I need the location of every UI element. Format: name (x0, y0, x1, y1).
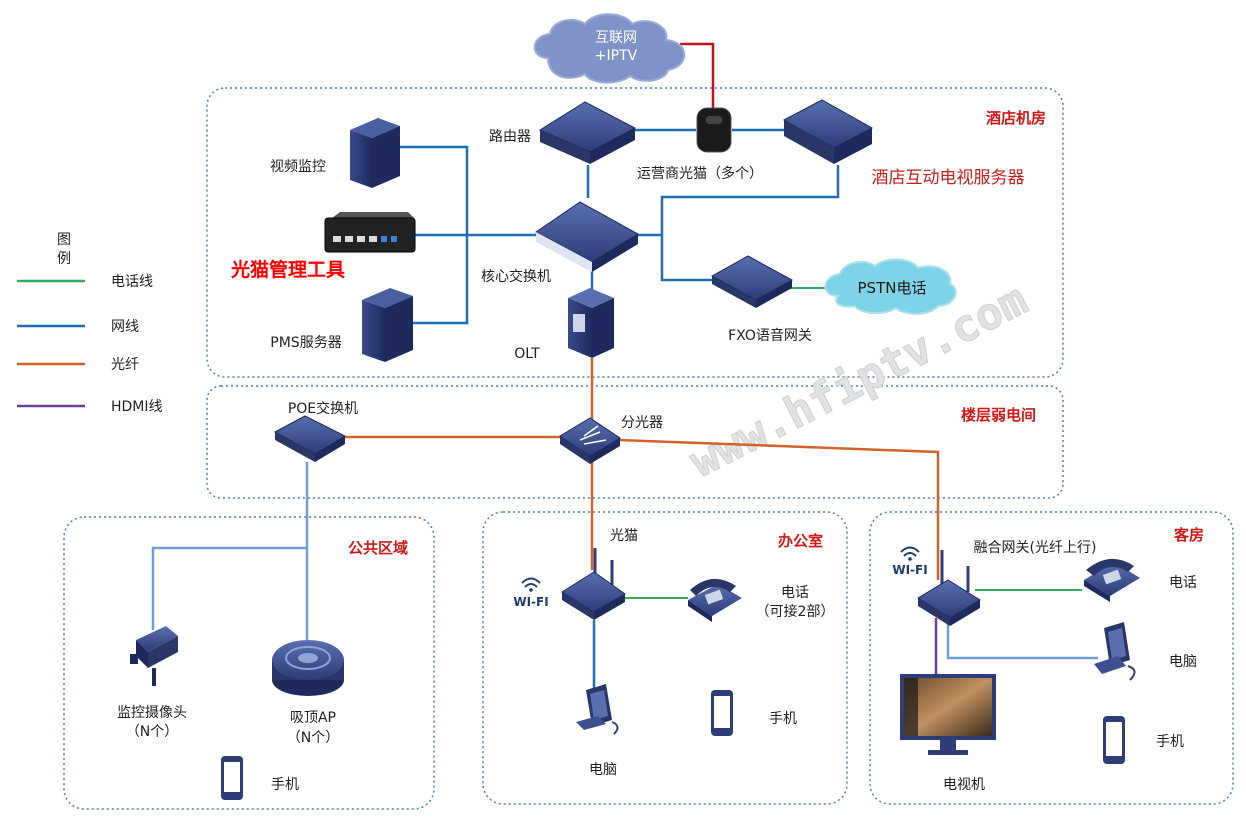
mgmt-tool-device[interactable]: 光猫管理工具 (230, 212, 416, 281)
room-wifi-label: WI-FI (892, 563, 927, 577)
core-switch[interactable]: 核心交换机 (481, 201, 639, 285)
cloud-internet-line2: +IPTV (595, 48, 638, 64)
zone-guest-room: 客房 (869, 511, 1234, 805)
cloud-internet-line1: 互联网 (595, 30, 637, 46)
room-tv-label: 电视机 (943, 777, 985, 793)
zone-hotel-room-title: 酒店机房 (986, 109, 1046, 127)
router-label: 路由器 (489, 129, 531, 145)
poe-switch[interactable]: POE交换机 (273, 400, 358, 462)
room-gateway-label: 融合网关(光纤上行) (974, 540, 1097, 556)
link-room-pc (946, 620, 1098, 660)
poe-switch-label: POE交换机 (288, 400, 358, 417)
carrier-onu[interactable]: 运营商光猫（多个） (637, 107, 763, 182)
room-mobile-label: 手机 (1156, 734, 1184, 750)
room-wifi-icon: WI-FI (892, 546, 928, 577)
public-mobile-label: 手机 (271, 777, 299, 793)
office-wifi-label: WI-FI (513, 595, 548, 609)
core-switch-label: 核心交换机 (481, 268, 551, 285)
room-pc: 电脑 (1094, 622, 1197, 681)
zone-hotel-room: 酒店机房 (206, 87, 1064, 378)
ceiling-ap: 吸顶AP （N个） (272, 640, 344, 746)
legend-label-1: 网线 (111, 319, 139, 335)
pstn-cloud: PSTN电话 (824, 258, 957, 315)
office-tel-line1: 电话 (781, 585, 809, 601)
carrier-onu-label: 运营商光猫（多个） (637, 165, 763, 182)
ceiling-ap-label-line2: （N个） (287, 730, 339, 746)
zone-floor-room-title: 楼层弱电间 (961, 406, 1036, 424)
zone-office: 办公室 (482, 511, 848, 805)
office-telephone: 电话 （可接2部） (688, 578, 835, 622)
office-mobile: 手机 (711, 690, 797, 736)
internet-link (680, 42, 715, 110)
zone-floor-room: 楼层弱电间 (206, 385, 1064, 499)
cloud-internet: 互联网 +IPTV (533, 13, 686, 84)
room-tel-label: 电话 (1169, 575, 1197, 591)
room-mobile: 手机 (1103, 716, 1184, 764)
public-mobile: 手机 (221, 756, 299, 800)
itv-server-label: 酒店互动电视服务器 (872, 168, 1025, 188)
legend-title-line1: 图 (57, 232, 71, 248)
room-gateway[interactable]: 融合网关(光纤上行) (917, 540, 1097, 626)
fxo-gateway-label: FXO语音网关 (728, 327, 812, 344)
camera-label-line1: 监控摄像头 (117, 705, 187, 721)
mgmt-tool-label: 光猫管理工具 (230, 258, 345, 281)
links (151, 42, 1098, 690)
room-telephone: 电话 (1084, 558, 1197, 602)
camera-label-line2: （N个） (126, 724, 178, 740)
office-wifi-icon: WI-FI (513, 577, 549, 609)
link-core-itv (638, 165, 840, 237)
legend-title-line2: 例 (57, 251, 71, 267)
pms-server-label: PMS服务器 (270, 335, 341, 351)
office-mobile-label: 手机 (769, 711, 797, 727)
zone-public-area: 公共区域 (63, 516, 435, 810)
link-core-fxo (660, 235, 715, 282)
video-monitor-server[interactable]: 视频监控 (270, 118, 400, 188)
room-tv: 电视机 (900, 674, 996, 793)
ceiling-ap-label-line1: 吸顶AP (290, 710, 336, 726)
legend-label-3: HDMI线 (111, 399, 163, 415)
office-onu[interactable]: 光猫 (561, 528, 638, 620)
office-onu-label: 光猫 (610, 528, 638, 544)
camera: 监控摄像头 （N个） (117, 626, 187, 740)
pms-server[interactable]: PMS服务器 (270, 288, 413, 362)
link-poe-camera (151, 546, 307, 630)
video-monitor-label: 视频监控 (270, 159, 326, 175)
room-pc-label: 电脑 (1169, 654, 1197, 670)
office-pc: 电脑 (576, 684, 619, 778)
olt-label: OLT (514, 346, 540, 362)
itv-server[interactable]: 酒店互动电视服务器 (782, 99, 1025, 188)
splitter[interactable]: 分光器 (559, 415, 663, 464)
legend-label-0: 电话线 (111, 274, 153, 290)
olt[interactable]: OLT (514, 288, 614, 362)
office-pc-label: 电脑 (589, 762, 617, 778)
fxo-gateway[interactable]: FXO语音网关 (710, 255, 812, 344)
splitter-label: 分光器 (621, 415, 663, 431)
legend-label-2: 光纤 (111, 357, 139, 373)
fiber-splitter-room (619, 438, 940, 580)
pstn-label: PSTN电话 (858, 279, 927, 297)
zone-office-title: 办公室 (778, 532, 823, 550)
office-tel-line2: （可接2部） (756, 603, 835, 620)
zone-public-area-title: 公共区域 (348, 539, 408, 557)
router[interactable]: 路由器 (489, 101, 637, 164)
zone-guest-room-title: 客房 (1173, 526, 1204, 544)
